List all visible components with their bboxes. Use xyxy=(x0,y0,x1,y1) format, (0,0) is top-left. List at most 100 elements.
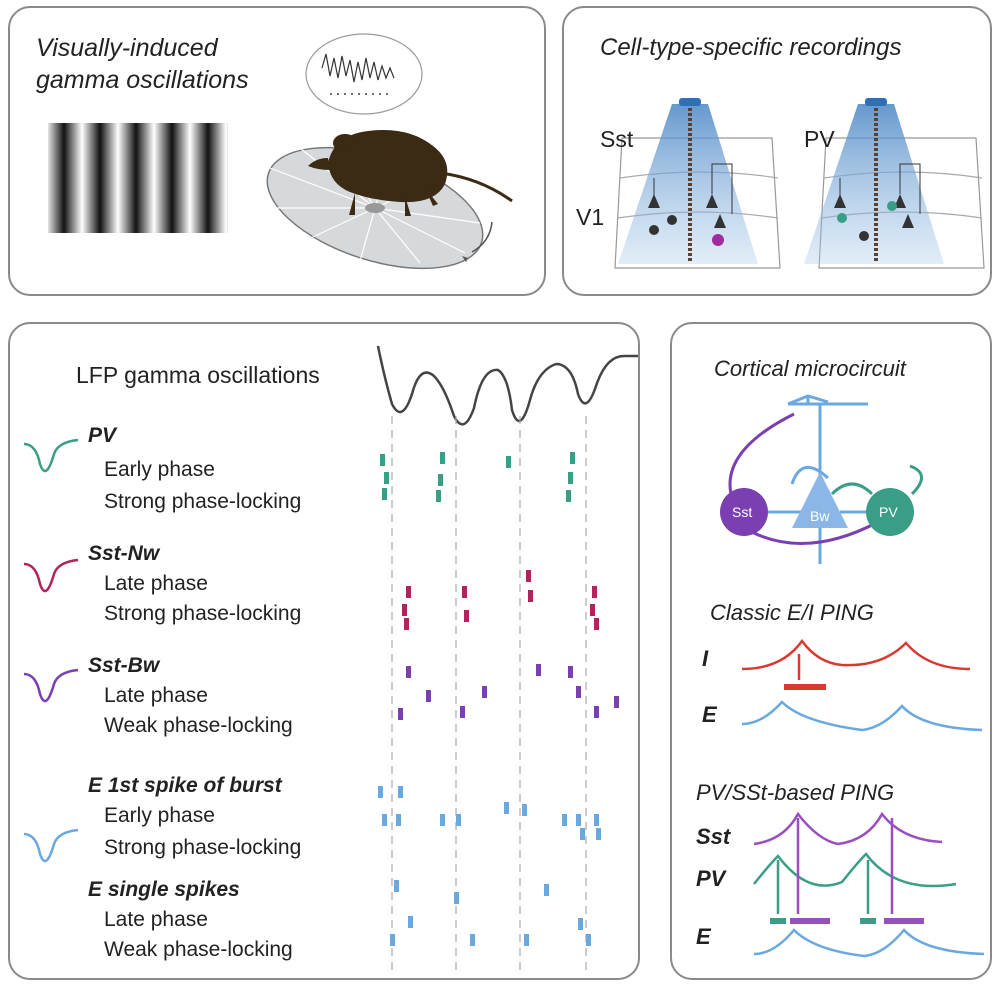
spike-tick xyxy=(590,604,595,616)
classic-i-trace xyxy=(741,638,971,671)
node-bw-label: Bw xyxy=(810,508,830,524)
group-eburst-line1: Early phase xyxy=(104,804,215,827)
spike-tick xyxy=(544,884,549,896)
spike-tick xyxy=(594,618,599,630)
spike-tick xyxy=(576,814,581,826)
spike-tick xyxy=(568,666,573,678)
lfp-trace xyxy=(376,345,638,426)
circuit-illustration xyxy=(720,394,985,958)
recordings-panel: Cell-type-specific recordings xyxy=(562,6,992,296)
spike-tick xyxy=(382,488,387,500)
label-pv: PV xyxy=(804,126,835,152)
label-v1: V1 xyxy=(576,204,605,230)
spike-tick xyxy=(440,452,445,464)
group-esingle-name: E single spikes xyxy=(88,878,240,901)
pvsst-pv-label: PV xyxy=(696,866,726,891)
spike-raster xyxy=(23,345,638,974)
group-sstbw-name: Sst-Bw xyxy=(88,654,160,677)
spike-tick xyxy=(586,934,591,946)
group-eburst-name: E 1st spike of burst xyxy=(88,774,282,797)
spike-tick xyxy=(406,666,411,678)
circuit-title: Cortical microcircuit xyxy=(714,356,906,381)
label-sst: Sst xyxy=(600,126,634,152)
bubble-trace xyxy=(321,53,395,83)
spike-tick xyxy=(382,814,387,826)
pvsst-ping-title: PV/SSt-based PING xyxy=(696,780,895,805)
spike-tick xyxy=(526,570,531,582)
group-esingle-line1: Late phase xyxy=(104,908,208,931)
pv-node xyxy=(866,488,914,536)
group-sstbw-line2: Weak phase-locking xyxy=(104,714,293,737)
sst-recording-schematic xyxy=(614,98,781,269)
bw-node xyxy=(792,472,848,528)
spike-tick xyxy=(384,472,389,484)
group-sstnw-line1: Late phase xyxy=(104,572,208,595)
spike-tick xyxy=(594,814,599,826)
pvsst-sst-trace xyxy=(753,811,943,846)
recordings-title: Cell-type-specific recordings xyxy=(600,34,902,61)
group-esingle-line2: Weak phase-locking xyxy=(104,938,293,961)
spike-tick xyxy=(438,474,443,486)
classic-e-label: E xyxy=(702,702,717,727)
pvsst-e-trace xyxy=(753,928,985,958)
spike-tick xyxy=(394,880,399,892)
spike-tick xyxy=(406,586,411,598)
lfp-label: LFP gamma oscillations xyxy=(76,362,320,388)
stimulus-title-line2: gamma oscillations xyxy=(36,66,249,94)
spike-tick xyxy=(506,456,511,468)
spike-tick xyxy=(568,472,573,484)
circuit-panel: Cortical microcircuit xyxy=(670,322,992,980)
spike-tick xyxy=(504,802,509,814)
cortical-microcircuit xyxy=(720,394,923,564)
spike-tick xyxy=(456,814,461,826)
group-sstnw-name: Sst-Nw xyxy=(88,542,160,565)
spike-tick xyxy=(462,586,467,598)
spike-tick xyxy=(482,686,487,698)
classic-ping-title: Classic E/I PING xyxy=(710,600,874,625)
spike-tick xyxy=(594,706,599,718)
spike-tick xyxy=(380,454,385,466)
stimulus-title-line1: Visually-induced xyxy=(36,34,218,62)
group-sstbw-line1: Late phase xyxy=(104,684,208,707)
spike-tick xyxy=(436,490,441,502)
group-pv-line2: Strong phase-locking xyxy=(104,490,302,513)
group-pv-line1: Early phase xyxy=(104,458,215,481)
spike-tick xyxy=(378,786,383,798)
mouse-illustration xyxy=(308,130,513,216)
spike-tick xyxy=(426,690,431,702)
pv-recording-schematic xyxy=(804,98,985,269)
spike-tick xyxy=(390,934,395,946)
stimulus-panel: Visually-induced gamma oscillations xyxy=(8,6,546,296)
spike-tick xyxy=(524,934,529,946)
group-eburst-line2: Strong phase-locking xyxy=(104,836,302,859)
spike-tick xyxy=(570,452,575,464)
spike-tick xyxy=(404,618,409,630)
spike-tick xyxy=(576,686,581,698)
spike-tick xyxy=(528,590,533,602)
lfp-bubble xyxy=(305,33,423,115)
node-pv-label: PV xyxy=(879,504,898,520)
spike-tick xyxy=(580,828,585,840)
spike-tick xyxy=(454,892,459,904)
spike-tick xyxy=(470,934,475,946)
spike-tick xyxy=(398,786,403,798)
pvsst-e-label: E xyxy=(696,924,711,949)
spike-tick xyxy=(536,664,541,676)
group-sstnw-line2: Strong phase-locking xyxy=(104,602,302,625)
spike-tick xyxy=(614,696,619,708)
spike-tick xyxy=(596,828,601,840)
classic-e-trace xyxy=(741,700,983,732)
pvsst-pv-trace xyxy=(753,852,957,888)
sst-node xyxy=(720,488,768,536)
spike-tick xyxy=(440,814,445,826)
spike-tick xyxy=(460,706,465,718)
recordings-illustration xyxy=(614,98,985,269)
stimulus-illustration xyxy=(48,33,513,270)
spike-tick xyxy=(396,814,401,826)
spike-tick xyxy=(408,916,413,928)
spike-tick xyxy=(562,814,567,826)
node-sst-label: Sst xyxy=(732,504,753,520)
group-pv-name: PV xyxy=(88,424,117,447)
pvsst-sst-label: Sst xyxy=(696,824,731,849)
waveform-icon xyxy=(23,828,79,863)
